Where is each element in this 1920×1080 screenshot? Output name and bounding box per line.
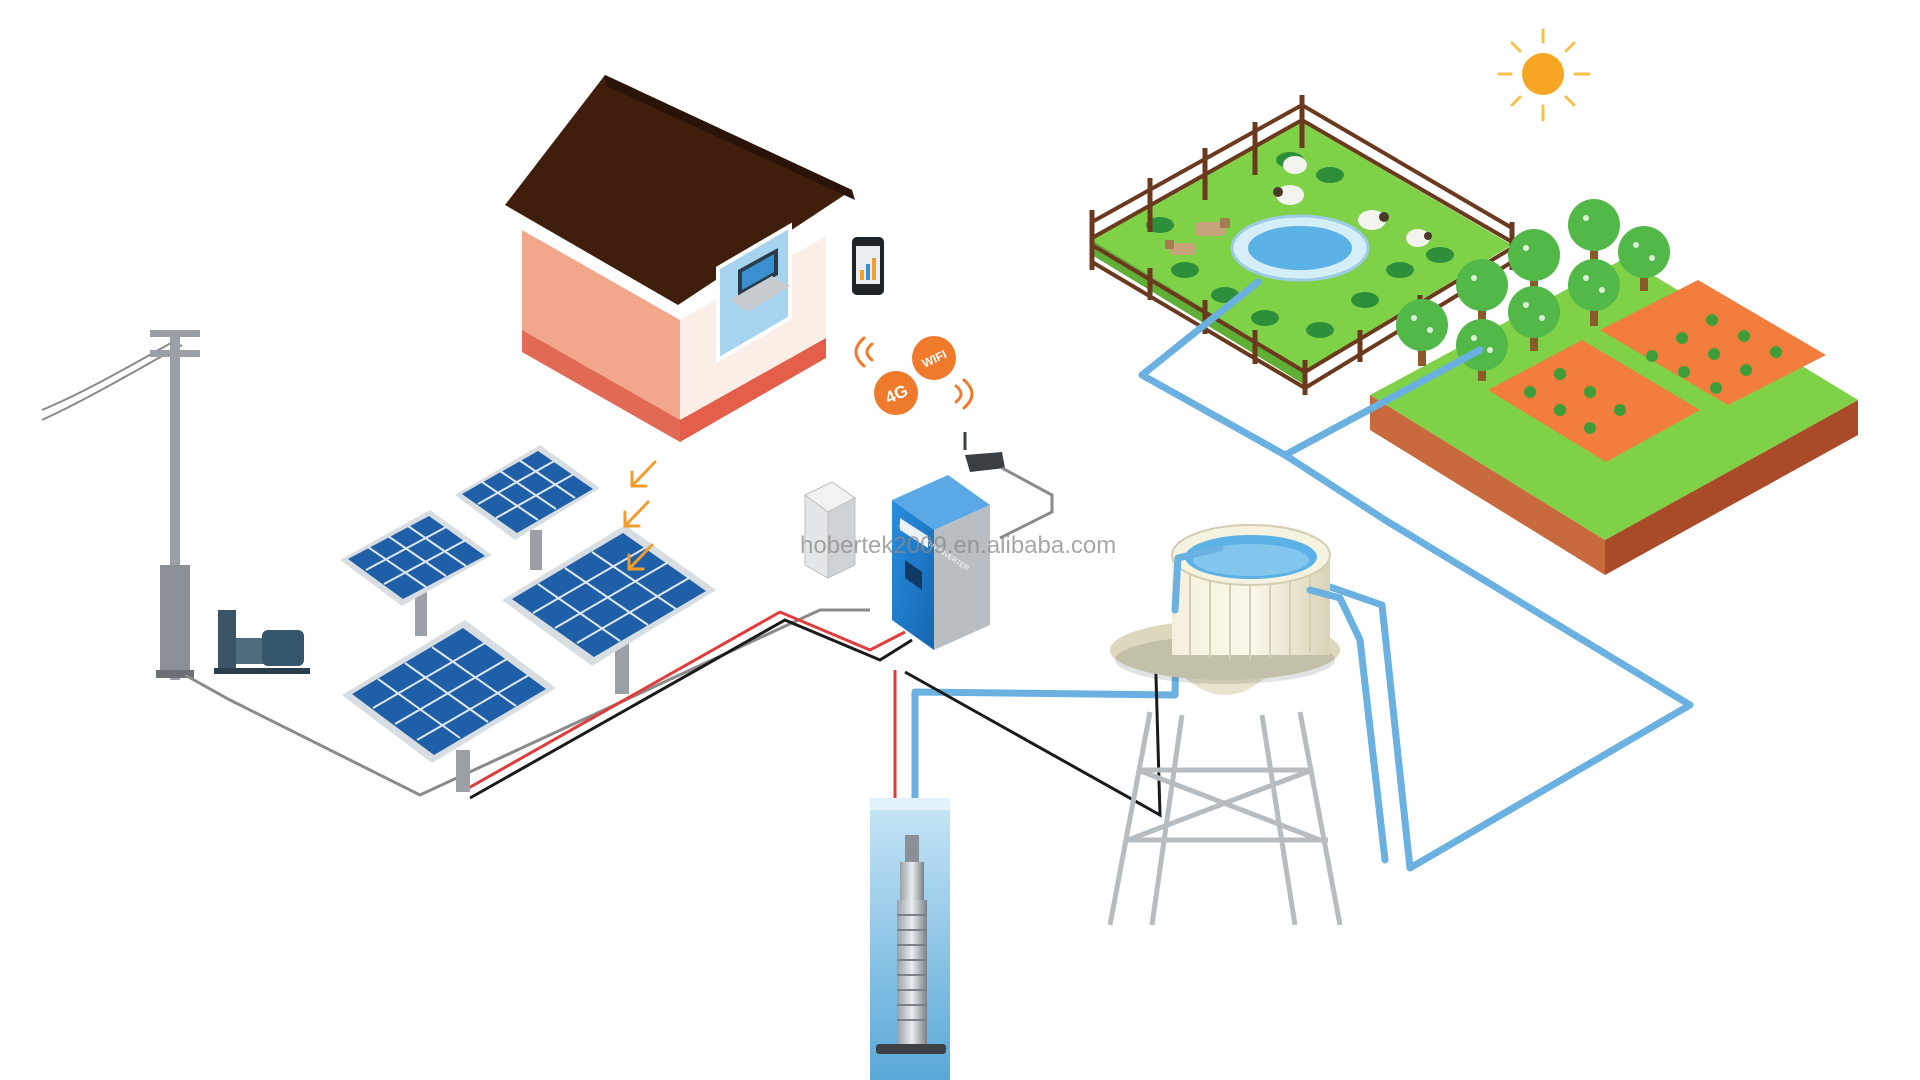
wifi-badge: WIFI [912,336,956,380]
inverter-icon: INTELLIGENT INVERTER [892,475,990,650]
router-cable [999,466,1054,540]
crop-field [1370,258,1858,575]
tree-icon [1396,199,1670,381]
wireless-badges: WIFI 4G [854,336,974,415]
dc-cable-positive [464,610,906,835]
utility-pole-icon [41,330,200,680]
smartphone-icon [852,237,884,295]
watermark-text: hobertek2009.en.alibaba.com [800,532,1116,559]
solar-panel-icon [340,445,716,792]
pond-icon [1230,214,1370,282]
4g-badge: 4G [874,371,918,415]
submersible-pump-icon [876,835,946,1054]
grid-cable [184,608,870,797]
switch-box-icon [804,481,856,579]
sheep-icon [1273,156,1432,247]
laptop-icon [730,248,790,312]
dc-cable-negative [469,618,1162,818]
water-pipe-tower [1171,544,1389,864]
router-icon [963,432,1005,472]
sun-icon [1497,28,1591,122]
surface-pump-icon [214,610,310,674]
sunlight-arrows [623,460,657,571]
water-tower-icon [1107,524,1343,926]
cow-icon [1165,218,1230,255]
pasture-pen [1089,95,1515,395]
house-icon [505,75,855,442]
